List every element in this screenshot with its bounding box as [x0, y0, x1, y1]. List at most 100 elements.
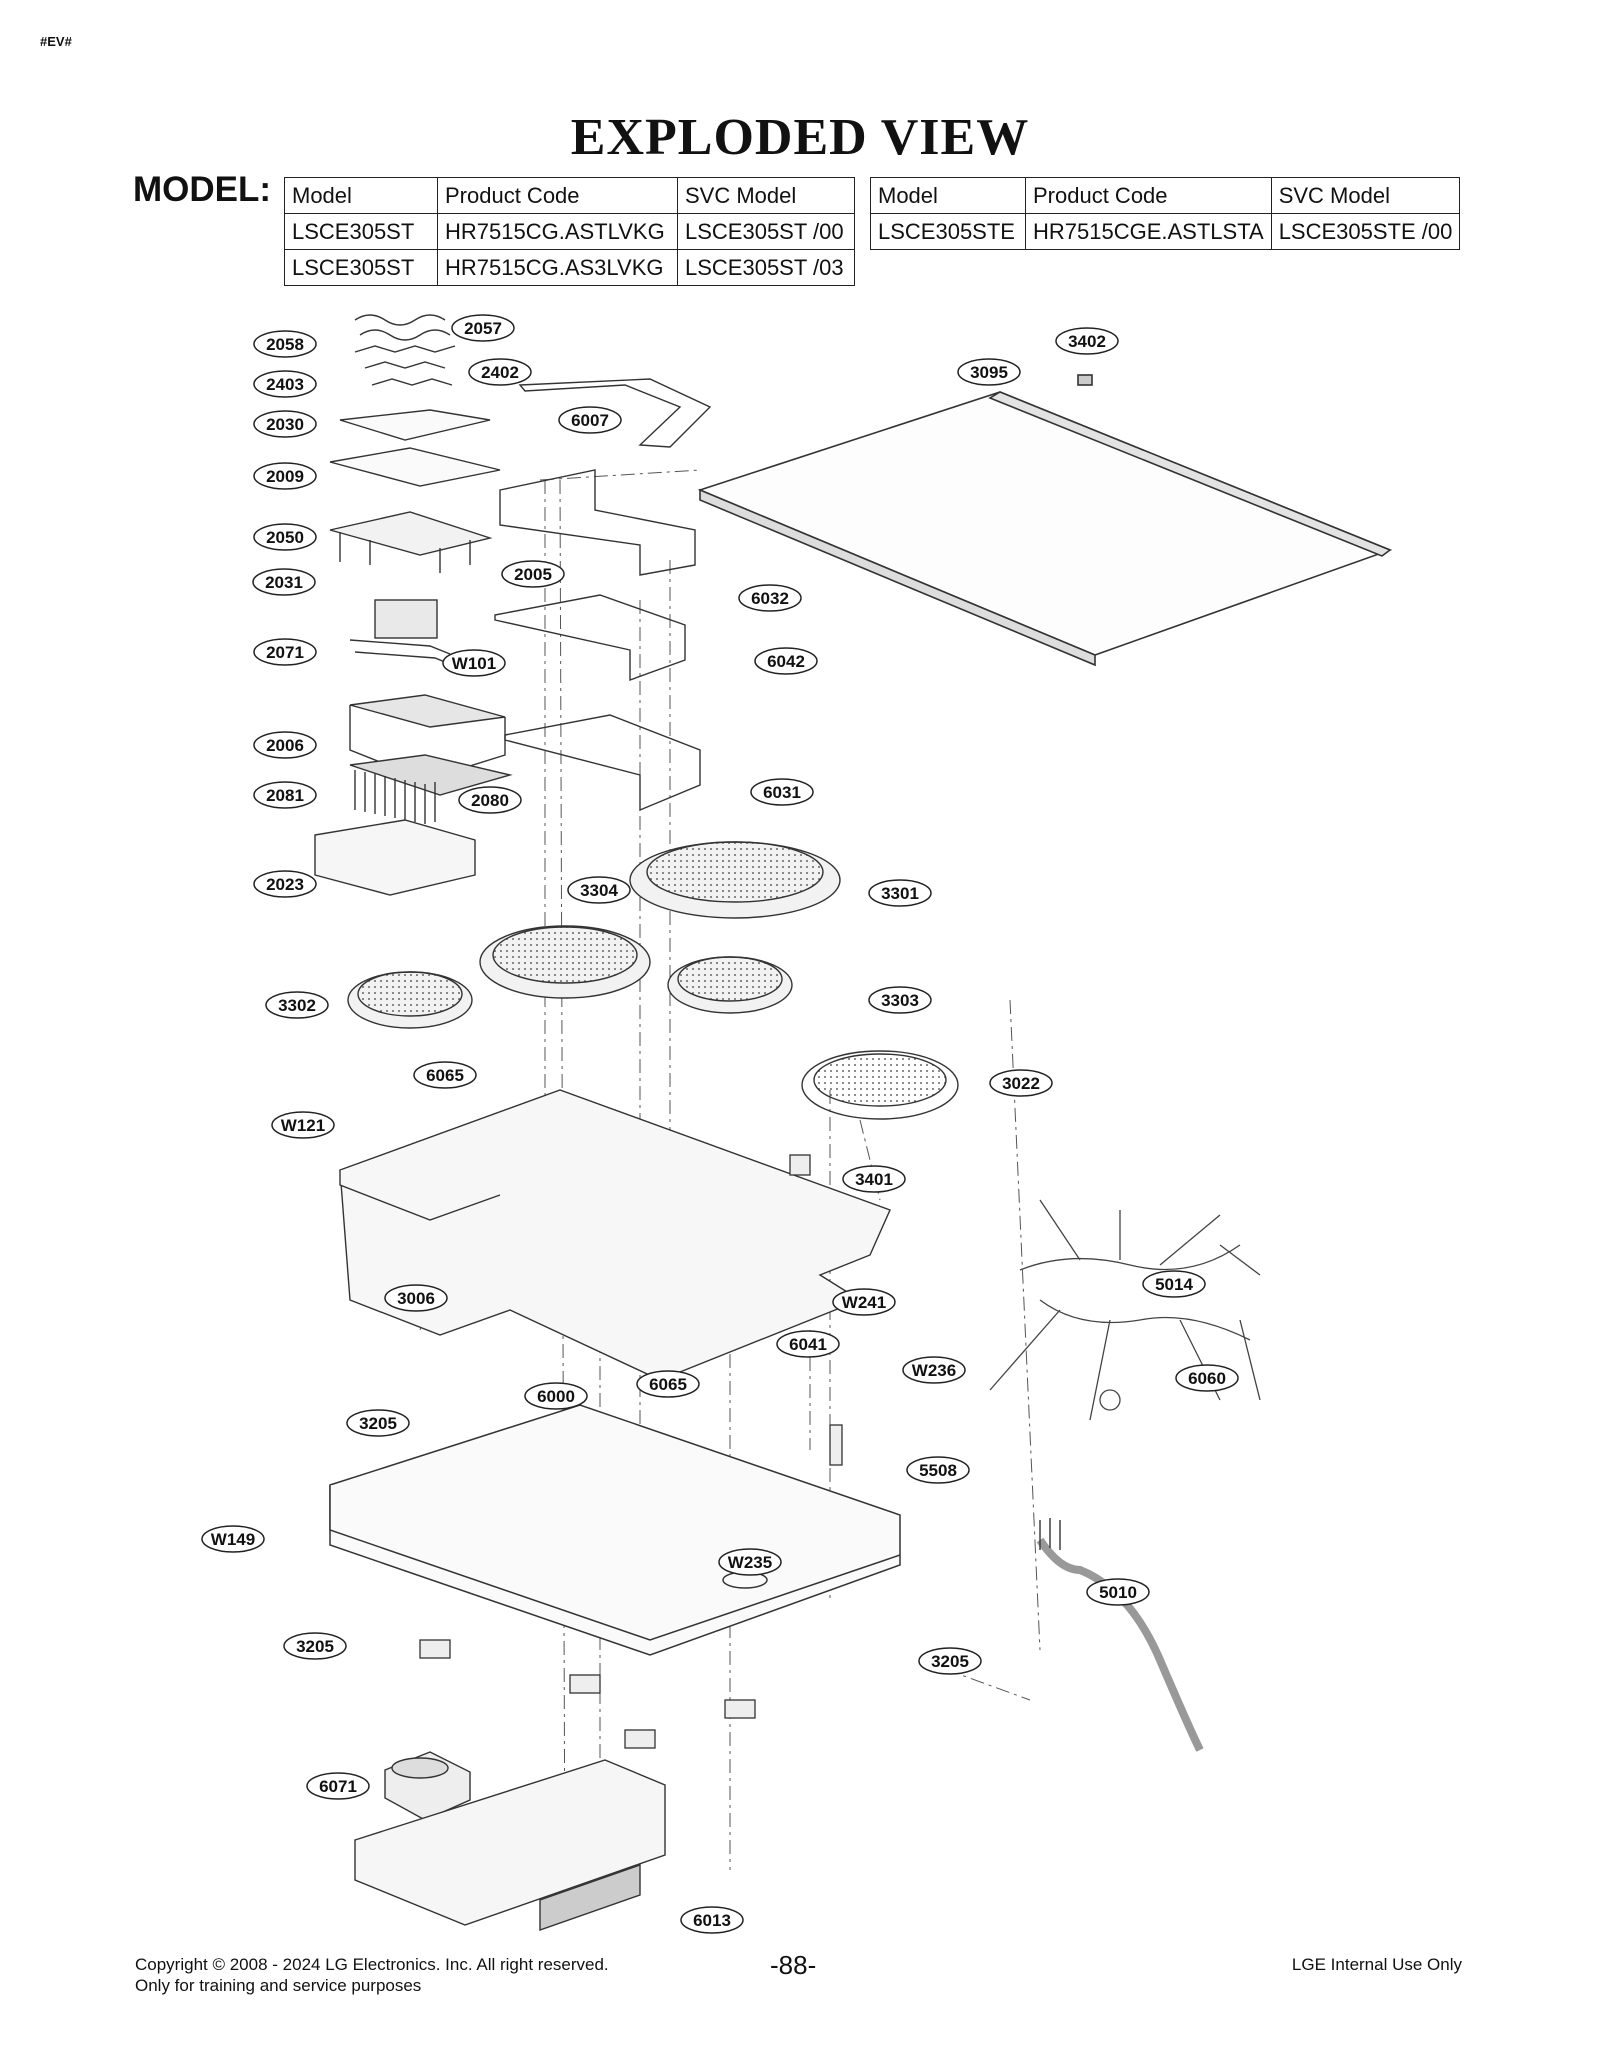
- part-callout-oval: [451, 314, 515, 342]
- table-row: LSCE305STE HR7515CGE.ASTLSTA LSCE305STE …: [870, 213, 1461, 250]
- fan-and-cover: [354, 1751, 666, 1931]
- part-callout-oval: [252, 568, 316, 596]
- part-number-label: 5508: [919, 1461, 957, 1480]
- part-number-label: 2071: [266, 643, 304, 662]
- part-callout-oval: [1142, 1270, 1206, 1298]
- part-number-label: 3022: [1002, 1074, 1040, 1093]
- cell-model: LSCE305ST: [284, 249, 438, 286]
- cell-svc-model: LSCE305ST /03: [677, 249, 855, 286]
- part-callout-oval: [501, 560, 565, 588]
- part-callout-oval: [636, 1370, 700, 1398]
- page-number: -88-: [770, 1950, 817, 1980]
- glass-top: [697, 374, 1393, 667]
- part-callout-oval: [738, 584, 802, 612]
- part-callout-oval: [253, 870, 317, 898]
- left-parts-stack: [314, 314, 513, 896]
- part-callout-oval: [776, 1330, 840, 1358]
- model-label: MODEL:: [133, 170, 272, 209]
- part-number-label: 3006: [397, 1289, 435, 1308]
- cell-model: LSCE305STE: [870, 213, 1026, 250]
- part-callout-oval: [902, 1356, 966, 1384]
- part-callout-oval: [283, 1632, 347, 1660]
- wire-harness: [989, 1199, 1261, 1421]
- part-number-label: 6013: [693, 1911, 731, 1930]
- part-callout-oval: [253, 523, 317, 551]
- part-number-label: 2402: [481, 363, 519, 382]
- part-number-label: 3301: [881, 884, 919, 903]
- element-base-plate: [339, 1089, 891, 1381]
- part-callout-oval: [253, 410, 317, 438]
- part-callout-oval: [567, 876, 631, 904]
- part-callout-oval: [906, 1456, 970, 1484]
- part-number-label: W236: [912, 1361, 956, 1380]
- part-number-label: 5010: [1099, 1583, 1137, 1602]
- part-number-label: 5014: [1155, 1275, 1193, 1294]
- part-number-label: W241: [842, 1293, 886, 1312]
- part-number-label: 3095: [970, 363, 1008, 382]
- part-callout-oval: [384, 1284, 448, 1312]
- part-callout-oval: [842, 1165, 906, 1193]
- part-callout-oval: [558, 406, 622, 434]
- part-number-label: 2030: [266, 415, 304, 434]
- page-tag: #EV#: [40, 34, 72, 49]
- mounting-brackets: [419, 1154, 843, 1749]
- part-number-label: 3205: [296, 1637, 334, 1656]
- part-labels: 2057205824022403600734023095203020092050…: [201, 314, 1239, 1934]
- part-number-label: 3402: [1068, 332, 1106, 351]
- part-number-label: 2081: [266, 786, 304, 805]
- part-number-label: 6060: [1188, 1369, 1226, 1388]
- part-number-label: 6071: [319, 1777, 357, 1796]
- part-callout-oval: [468, 358, 532, 386]
- cell-product-code: HR7515CGE.ASTLSTA: [1025, 213, 1272, 250]
- part-callout-oval: [868, 879, 932, 907]
- part-number-label: 2058: [266, 335, 304, 354]
- part-number-label: 3205: [359, 1414, 397, 1433]
- training-text: Only for training and service purposes: [135, 1976, 422, 1995]
- part-callout-oval: [442, 649, 506, 677]
- part-callout-oval: [253, 781, 317, 809]
- part-callout-oval: [253, 638, 317, 666]
- part-callout-oval: [524, 1382, 588, 1410]
- part-number-label: 2057: [464, 319, 502, 338]
- part-callout-oval: [253, 462, 317, 490]
- header-svc-model: SVC Model: [1270, 177, 1461, 214]
- part-number-label: 3401: [855, 1170, 893, 1189]
- cell-product-code: HR7515CG.AS3LVKG: [437, 249, 678, 286]
- heating-elements: [347, 841, 959, 1120]
- part-number-label: 6041: [789, 1335, 827, 1354]
- part-callout-oval: [346, 1409, 410, 1437]
- part-callout-oval: [957, 358, 1021, 386]
- part-number-label: 3304: [580, 881, 618, 900]
- part-callout-oval: [306, 1772, 370, 1800]
- part-callout-oval: [253, 731, 317, 759]
- part-callout-oval: [265, 991, 329, 1019]
- part-number-label: 2031: [265, 573, 303, 592]
- part-callout-oval: [989, 1069, 1053, 1097]
- cell-svc-model: LSCE305STE /00: [1270, 213, 1461, 250]
- bracket-parts: [494, 378, 712, 812]
- part-callout-oval: [754, 647, 818, 675]
- part-number-label: 2023: [266, 875, 304, 894]
- part-number-label: W101: [452, 654, 496, 673]
- part-callout-oval: [832, 1288, 896, 1316]
- part-number-label: 2009: [266, 467, 304, 486]
- part-number-label: 6007: [571, 411, 609, 430]
- part-callout-oval: [201, 1525, 265, 1553]
- part-callout-oval: [458, 786, 522, 814]
- part-callout-oval: [868, 986, 932, 1014]
- footer-copyright: Copyright © 2008 - 2024 LG Electronics. …: [135, 1954, 609, 1996]
- part-callout-oval: [750, 778, 814, 806]
- part-number-label: W235: [728, 1553, 772, 1572]
- part-callout-oval: [1055, 327, 1119, 355]
- page-title: EXPLODED VIEW: [570, 109, 1030, 166]
- part-number-label: 6031: [763, 783, 801, 802]
- part-callout-oval: [918, 1647, 982, 1675]
- part-number-label: 2005: [514, 565, 552, 584]
- cell-svc-model: LSCE305ST /00: [677, 213, 855, 250]
- internal-use-text: LGE Internal Use Only: [1291, 1955, 1462, 1974]
- part-callout-oval: [1175, 1364, 1239, 1392]
- power-cord: [1036, 1518, 1204, 1752]
- model-table-right: Model Product Code SVC Model LSCE305STE …: [870, 177, 1461, 250]
- copyright-text: Copyright © 2008 - 2024 LG Electronics. …: [135, 1955, 609, 1974]
